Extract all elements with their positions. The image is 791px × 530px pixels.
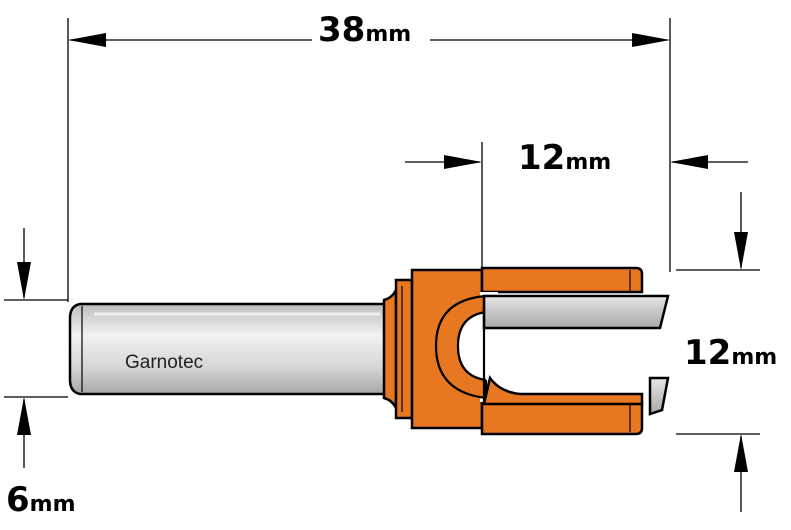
cutting-diameter-unit: mm: [731, 345, 777, 370]
arrowhead-cutting-right: [670, 155, 708, 169]
cutting-diameter-dimension: [676, 192, 760, 512]
cutting-length-value: 12: [518, 138, 565, 178]
brand-name: Garnotec: [125, 352, 203, 373]
arrowhead-diameter-bottom: [734, 434, 748, 472]
cutting-length-dimension: [405, 142, 748, 268]
overall-length-label: 38mm: [318, 10, 411, 50]
shank: [68, 302, 394, 396]
arrowhead-shank-bottom: [17, 397, 31, 435]
arrowhead-right: [632, 33, 670, 47]
cutting-diameter-label: 12mm: [684, 333, 777, 373]
arrowhead-cutting-left: [444, 155, 482, 169]
overall-length-unit: mm: [365, 22, 411, 47]
cutting-diameter-value: 12: [684, 333, 731, 373]
cutting-length-unit: mm: [565, 150, 611, 175]
overall-length-dimension: [67, 18, 671, 302]
cutting-blades: [482, 294, 670, 416]
shank-diameter-value: 6: [6, 480, 30, 520]
shank-diameter-dimension: [4, 228, 68, 468]
overall-length-value: 38: [318, 10, 365, 50]
cutting-length-label: 12mm: [518, 138, 611, 178]
shank-diameter-label: 6mm: [6, 480, 76, 520]
arrowhead-left: [68, 33, 106, 47]
arrowhead-shank-top: [17, 262, 31, 300]
arrowhead-diameter-top: [734, 232, 748, 270]
shank-diameter-unit: mm: [30, 492, 76, 517]
